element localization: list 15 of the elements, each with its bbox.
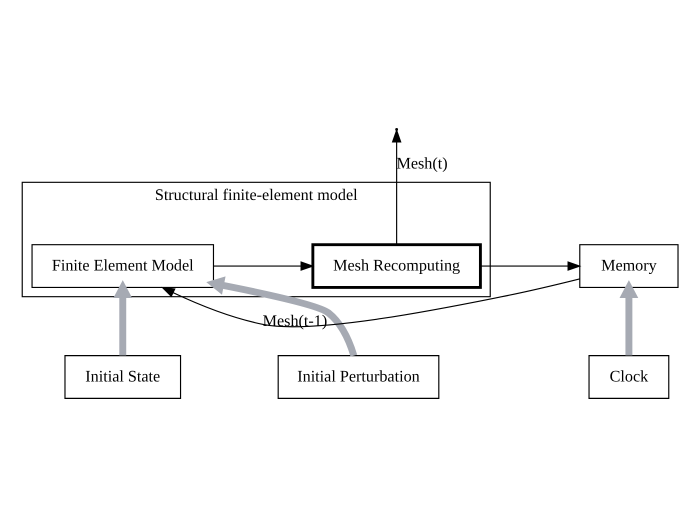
node-box: Initial Perturbation [278, 354, 440, 398]
arrow [113, 280, 132, 355]
arrow [620, 280, 638, 355]
arrow [161, 278, 580, 327]
node-box: Memory [579, 244, 679, 288]
node-box: Initial State [64, 354, 182, 398]
node-box: Finite Element Model [31, 244, 214, 288]
arrow [392, 128, 402, 244]
edge-label: Mesh(t-1) [262, 312, 328, 330]
node-box: Clock [588, 354, 670, 398]
arrow [480, 260, 582, 270]
node-box: Mesh Recomputing [311, 242, 482, 288]
edge-label: Mesh(t) [396, 155, 448, 172]
arrow [214, 260, 314, 270]
arrow [206, 276, 358, 356]
